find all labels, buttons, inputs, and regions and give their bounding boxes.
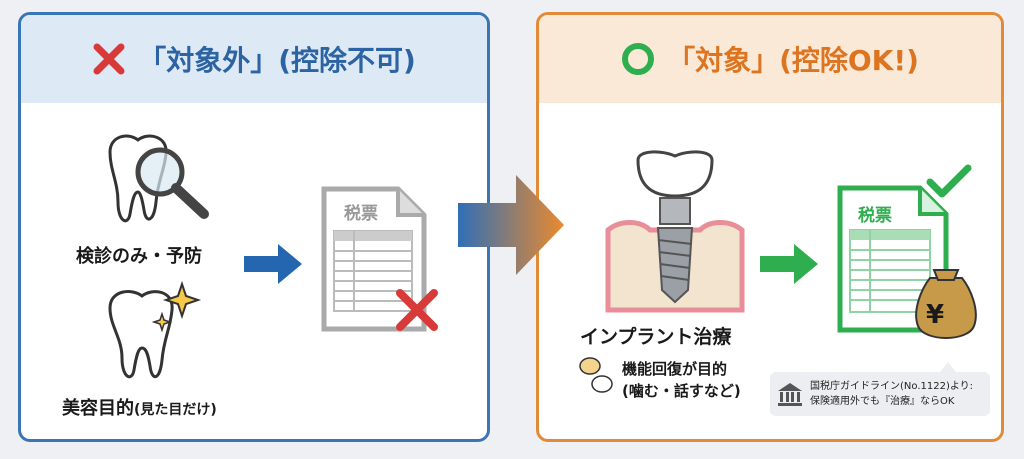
tooth-magnifier-icon (108, 134, 209, 223)
approved-doc-title: 税票 (858, 206, 892, 226)
eligible-title: 「対象」(控除OK!) (667, 44, 919, 77)
implant-label: インプラント治療 (580, 326, 732, 348)
blue-arrow-icon (244, 244, 302, 284)
not-eligible-title: 「対象外」(控除不可) (138, 44, 416, 77)
cosmetic-label: 美容目的(見た目だけ) (62, 394, 217, 420)
cosmetic-main: 美容目的 (62, 398, 134, 419)
note-text: 国税庁ガイドライン(No.1122)より: 保険適用外でも『治療』ならOK (810, 379, 973, 409)
government-building-icon (778, 383, 802, 406)
sparkling-tooth-icon (108, 280, 202, 379)
note-line1: 国税庁ガイドライン(No.1122)より: (810, 381, 974, 392)
circle-ok-icon (622, 43, 655, 75)
note-line2: 保険適用外でも『治療』ならOK (810, 396, 955, 407)
cosmetic-sub: (見た目だけ) (134, 402, 217, 418)
nta-guideline-note: 国税庁ガイドライン(No.1122)より: 保険適用外でも『治療』ならOK (770, 362, 990, 416)
eligible-header: 「対象」(控除OK!) (539, 15, 1001, 103)
yen-symbol: ¥ (926, 300, 945, 330)
purpose-line1: 機能回復が目的 (622, 360, 728, 378)
speech-bubbles-icon (579, 357, 613, 393)
purpose-text: 機能回復が目的 (噛む・話すなど) (622, 358, 741, 402)
green-arrow-icon (760, 244, 818, 284)
transition-arrow-icon (458, 175, 564, 275)
rejected-tax-document (321, 186, 438, 332)
purpose-line2: (噛む・話すなど) (622, 382, 741, 400)
not-eligible-header: 「対象外」(控除不可) (21, 15, 487, 103)
checkup-label: 検診のみ・予防 (76, 246, 202, 267)
cross-icon (93, 43, 125, 75)
approved-tax-document (837, 164, 977, 339)
implant-icon (605, 150, 745, 313)
rejected-doc-title: 税票 (344, 204, 378, 224)
